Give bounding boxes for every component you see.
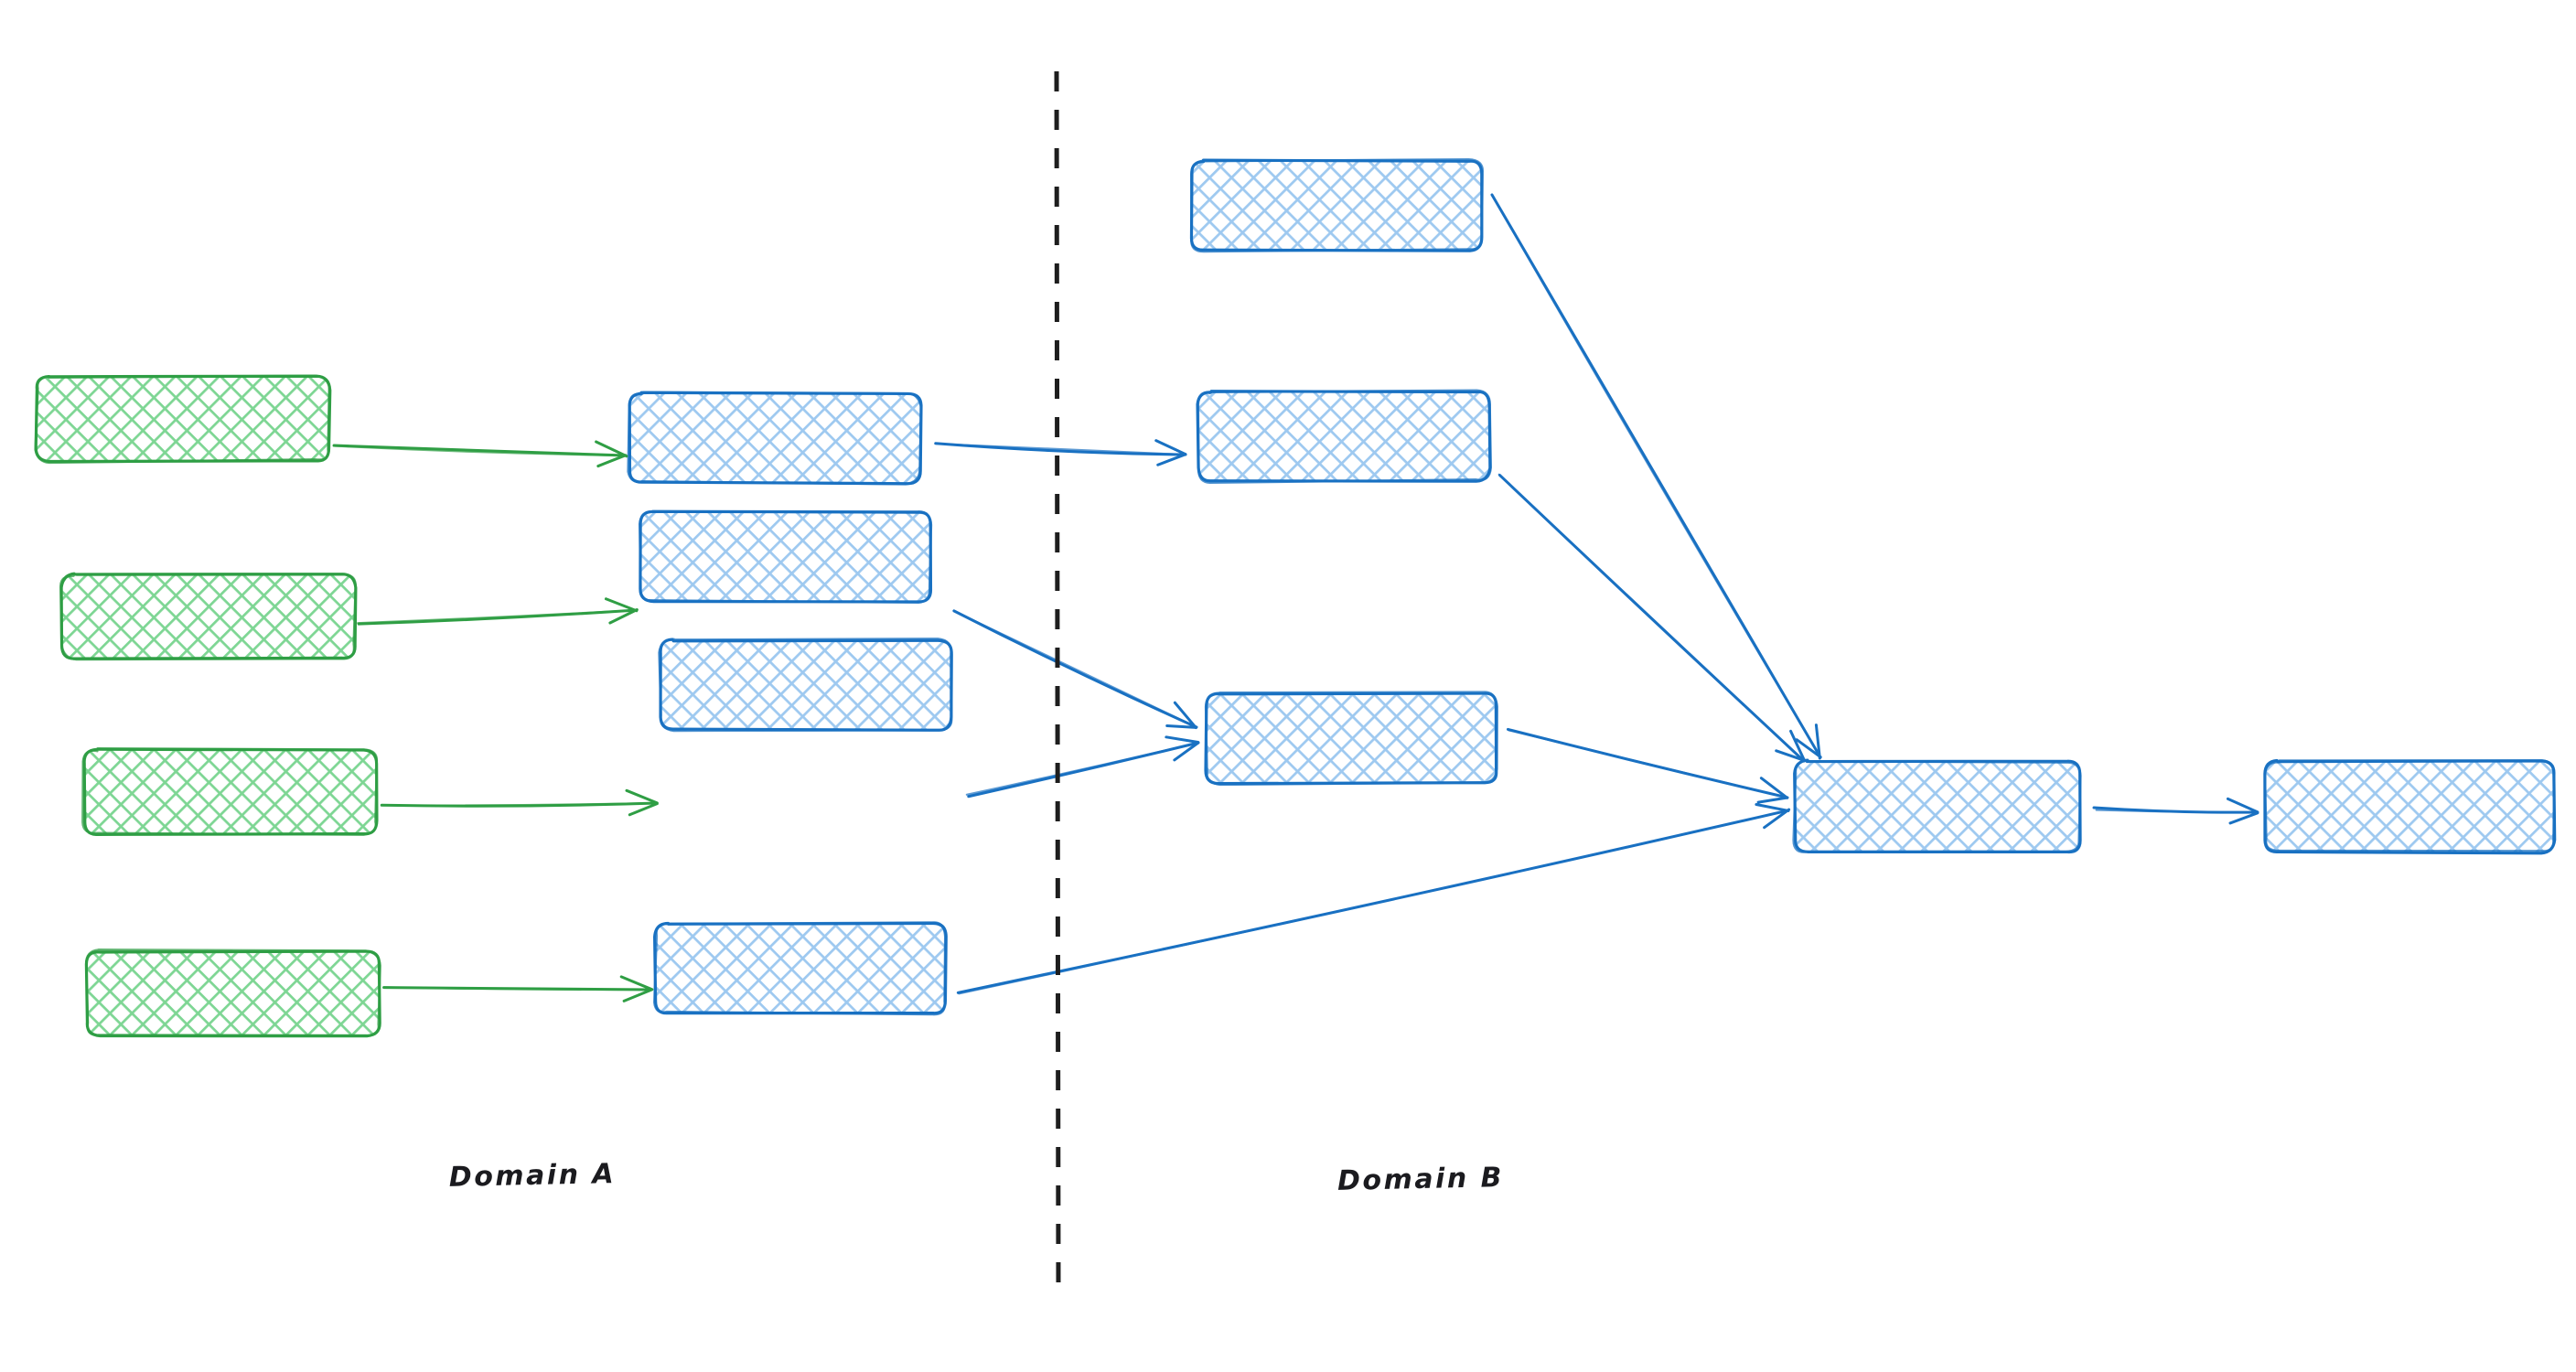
node-outline — [652, 921, 947, 1016]
edge-b-node-3-to-b-merge[interactable] — [1506, 727, 1789, 804]
edge-arrowhead — [604, 597, 639, 613]
edge-b-merge-to-b-output[interactable] — [2092, 797, 2259, 825]
edge-arrowhead — [1814, 724, 1821, 760]
edge-arrowhead — [622, 988, 653, 1002]
edge-arrowhead — [1756, 796, 1788, 804]
edge-arrowhead — [608, 608, 639, 625]
node-a-in-2[interactable] — [59, 572, 358, 661]
node-outline — [59, 573, 357, 661]
edge-a-in-4-to-a-proc-4[interactable] — [382, 975, 654, 1002]
node-outline — [85, 949, 381, 1037]
edge-a-in-1-to-a-proc-1[interactable] — [332, 440, 628, 468]
node-fill — [628, 392, 921, 484]
edge-arrowhead — [1775, 749, 1806, 762]
node-outline — [1189, 157, 1484, 253]
node-outline — [1204, 691, 1498, 787]
edge-arrowhead — [1759, 777, 1789, 799]
node-a-in-1[interactable] — [34, 374, 332, 465]
node-outline — [627, 391, 923, 486]
node-fill — [86, 950, 380, 1035]
edge-arrowhead — [2226, 797, 2259, 814]
node-fill — [660, 639, 952, 731]
edge-arrowhead — [1173, 741, 1200, 762]
edge-a-proc-1-to-b-node-2[interactable] — [934, 439, 1187, 466]
node-fill — [36, 376, 330, 462]
edge-arrowhead — [625, 788, 659, 805]
node-fill — [1197, 391, 1490, 482]
node-b-node-3[interactable] — [1204, 691, 1498, 787]
edge-line — [1508, 729, 1789, 799]
edge-a-proc-4-to-b-merge[interactable] — [956, 803, 1791, 995]
edge-arrowhead — [619, 975, 654, 991]
edge-arrowhead — [2228, 811, 2259, 825]
node-fill — [654, 923, 947, 1013]
node-outline — [1197, 389, 1492, 485]
node-a-proc-2[interactable] — [638, 509, 933, 605]
node-a-proc-4[interactable] — [652, 921, 948, 1016]
edge-a-proc-3-to-b-node-3[interactable] — [965, 735, 1200, 799]
node-a-in-4[interactable] — [84, 949, 381, 1038]
node-fill — [1794, 760, 2081, 853]
node-b-node-2[interactable] — [1196, 389, 1492, 485]
node-fill — [61, 573, 356, 659]
edge-line — [935, 443, 1187, 456]
edge-arrowhead — [595, 440, 628, 458]
edge-line — [952, 609, 1198, 729]
edge-arrowhead — [1789, 729, 1807, 763]
node-a-in-3[interactable] — [81, 746, 379, 836]
edge-a-in-2-to-a-proc-2[interactable] — [357, 597, 639, 626]
edges-layer — [332, 193, 2259, 1002]
node-b-node-1[interactable] — [1189, 157, 1484, 253]
edge-line — [382, 986, 653, 991]
node-outline — [81, 746, 379, 836]
edge-a-in-3-to-a-proc-3[interactable] — [380, 788, 659, 817]
edge-a-proc-2-to-b-node-3[interactable] — [952, 609, 1198, 730]
edge-arrowhead — [1165, 724, 1197, 729]
edge-arrowhead — [628, 802, 659, 817]
node-outline — [638, 509, 933, 605]
edge-line — [381, 801, 659, 807]
edge-arrowhead — [1154, 439, 1186, 456]
domain-divider — [1054, 70, 1061, 1289]
node-b-merge[interactable] — [1792, 758, 2082, 854]
edge-arrowhead — [1156, 453, 1187, 466]
edge-line — [958, 809, 1790, 995]
node-outline — [658, 638, 953, 733]
node-fill — [639, 511, 931, 602]
edge-line — [1497, 473, 1806, 763]
edge-arrowhead — [1795, 738, 1822, 759]
edge-line — [2095, 809, 2259, 814]
node-fill — [1205, 692, 1497, 784]
edge-arrowhead — [596, 454, 628, 468]
domain-a-label: Domain A — [448, 1158, 617, 1194]
edge-line — [1490, 193, 1822, 759]
node-outline — [1792, 758, 2082, 853]
node-fill — [1190, 161, 1482, 252]
edge-b-node-1-to-b-merge[interactable] — [1490, 193, 1822, 760]
edge-arrowhead — [1165, 735, 1200, 744]
node-b-output[interactable] — [2263, 758, 2557, 855]
node-a-proc-1[interactable] — [627, 391, 923, 486]
node-a-proc-3[interactable] — [658, 638, 953, 733]
edge-line — [357, 608, 639, 625]
node-outline — [34, 374, 331, 465]
edge-arrowhead — [1763, 808, 1791, 830]
edge-arrowhead — [1173, 701, 1197, 730]
domain-b-label: Domain B — [1336, 1162, 1505, 1197]
nodes-layer — [34, 157, 2557, 1038]
edge-line — [333, 445, 628, 457]
node-outline — [2263, 759, 2556, 852]
node-fill — [83, 749, 378, 835]
node-fill — [2265, 760, 2555, 852]
edge-arrowhead — [1755, 803, 1790, 812]
divider-layer — [1054, 70, 1061, 1289]
edge-b-node-2-to-b-merge[interactable] — [1497, 473, 1807, 763]
edge-line — [965, 741, 1200, 796]
